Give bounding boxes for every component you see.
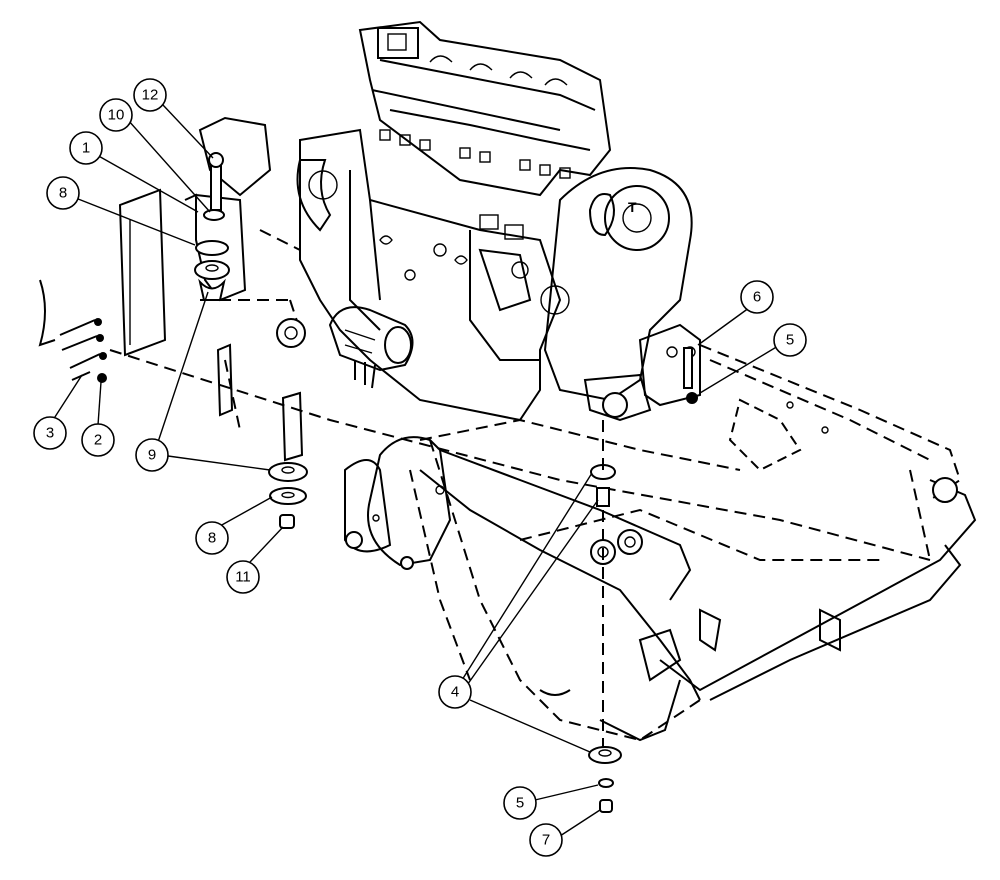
right-mount-assembly [588, 347, 698, 813]
leader-lines [52, 104, 784, 837]
callout-label: 12 [142, 87, 159, 104]
callout-label: 10 [108, 107, 125, 124]
callout-7: 7 [529, 823, 563, 857]
callout-3: 3 [33, 416, 67, 450]
callout-label: 2 [94, 432, 102, 449]
callout-12: 12 [133, 78, 167, 112]
callout-label: 11 [235, 569, 251, 586]
callout-label: 6 [753, 289, 761, 306]
callout-6: 6 [740, 280, 774, 314]
engine-block: T [296, 20, 701, 422]
chassis-frame [109, 299, 977, 742]
callout-label: 8 [208, 530, 216, 547]
callout-10: 10 [99, 98, 133, 132]
left-mount-assembly [38, 116, 308, 529]
starter-motor [328, 306, 414, 389]
callout-2: 2 [81, 423, 115, 457]
callout-label: 7 [542, 832, 550, 849]
callout-5-upper: 5 [773, 323, 807, 357]
callout-label: 9 [148, 447, 156, 464]
callout-1: 1 [69, 131, 103, 165]
callout-5-lower: 5 [503, 786, 537, 820]
callout-9-upper: 9 [135, 438, 169, 472]
callout-label: 4 [451, 684, 459, 701]
callout-8-lower: 8 [195, 521, 229, 555]
callout-4: 4 [438, 675, 472, 709]
svg-text:T: T [628, 199, 637, 215]
callout-label: 3 [46, 425, 54, 442]
callout-11: 11 [226, 560, 260, 594]
callout-8-upper: 8 [46, 176, 80, 210]
callout-label: 8 [59, 185, 67, 202]
callout-label: 1 [82, 140, 90, 157]
callout-label: 5 [786, 332, 794, 349]
callout-label: 5 [516, 795, 524, 812]
